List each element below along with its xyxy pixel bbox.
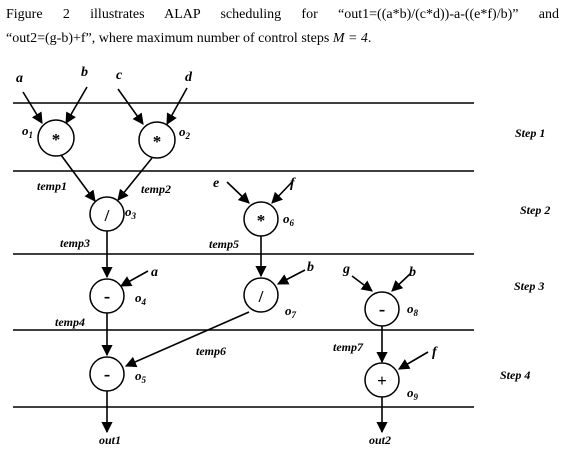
caption-line-1: Figure 2 illustrates ALAP scheduling for… (6, 7, 559, 22)
node-o5-symbol: - (104, 364, 110, 385)
node-o4: - (89, 278, 125, 314)
step-label-3: Step 3 (514, 279, 544, 293)
input-b-2: b (307, 260, 314, 275)
node-o1-circle (37, 119, 75, 157)
input-f-2: f (432, 345, 438, 360)
node-o9: + (364, 362, 400, 398)
figure-caption: Figure 2 illustrates ALAP scheduling for… (6, 3, 559, 51)
op-id-o5: o5 (135, 368, 147, 385)
edge-o7-o5 (124, 311, 250, 368)
temp-label-6: temp6 (196, 344, 226, 358)
temp-label-2: temp2 (141, 182, 171, 196)
node-o8-circle (364, 291, 400, 327)
edge-f-o9 (398, 351, 429, 370)
temp-label-7: temp7 (333, 340, 364, 354)
node-o7: / (243, 277, 279, 313)
op-id-o2-subscript: 2 (185, 131, 191, 141)
op-id-o6-subscript: 6 (290, 218, 295, 228)
op-id-o9-subscript: 9 (414, 392, 419, 402)
node-o3-symbol: / (104, 206, 110, 225)
input-d: d (185, 70, 193, 85)
op-id-o8-subscript: 8 (414, 308, 419, 318)
node-o4-symbol: - (104, 286, 110, 307)
node-o5-circle (89, 356, 125, 392)
node-o1-symbol: * (52, 130, 61, 149)
caption-line-2-suffix: . (367, 31, 372, 46)
step-label-4: Step 4 (500, 368, 530, 382)
node-o5: - (89, 356, 125, 392)
input-f: f (290, 176, 296, 191)
node-o6-circle (243, 201, 279, 237)
node-o3-circle (89, 196, 125, 232)
node-o8-symbol: - (379, 299, 385, 320)
edge-b-o1 (65, 86, 88, 124)
node-o6-symbol: * (257, 211, 266, 230)
node-o4-circle (89, 278, 125, 314)
input-a-2: a (151, 265, 158, 280)
node-o2: * (138, 121, 176, 159)
input-b-3: b (409, 265, 416, 280)
edge-o1-o3 (60, 154, 96, 202)
op-id-o8: o8 (407, 301, 419, 318)
temp-label-5: temp5 (209, 237, 239, 251)
edge-a-o4 (120, 270, 149, 287)
op-id-o9: o9 (407, 385, 419, 402)
op-id-o4-subscript: 4 (141, 297, 147, 307)
op-id-o3-subscript: 3 (131, 211, 137, 221)
edge-a-o1 (22, 91, 43, 124)
input-b: b (81, 65, 88, 80)
op-id-o2: o2 (179, 124, 191, 141)
op-id-o3: o3 (125, 204, 137, 221)
op-id-o7: o7 (285, 303, 297, 320)
caption-line-2: “out2=(g-b)+f”, where maximum number of … (6, 27, 559, 51)
node-o7-circle (243, 277, 279, 313)
edge-e-o6 (226, 181, 250, 204)
caption-math: M = 4 (332, 31, 368, 46)
node-o2-symbol: * (153, 132, 162, 151)
node-o7-symbol: / (258, 287, 264, 306)
op-id-o4: o4 (135, 290, 147, 307)
edge-o2-o3 (117, 157, 153, 201)
op-id-o5-subscript: 5 (142, 375, 147, 385)
op-id-o7-subscript: 7 (292, 310, 297, 320)
edge-g-o8 (351, 275, 373, 292)
op-id-o1: o1 (22, 123, 33, 140)
edge-d-o2 (166, 87, 188, 125)
node-o9-circle (364, 362, 400, 398)
edge-f-o6 (271, 181, 293, 204)
node-o9-symbol: + (377, 371, 387, 390)
node-o3: / (89, 196, 125, 232)
temp-label-3: temp3 (60, 236, 90, 250)
edges (22, 86, 429, 434)
step-label-1: Step 1 (515, 126, 545, 140)
input-a: a (16, 71, 23, 86)
input-e: e (213, 176, 219, 191)
edge-b-o8 (391, 273, 411, 292)
temp-label-4: temp4 (55, 315, 85, 329)
output-out2: out2 (369, 433, 391, 447)
node-o6: * (243, 201, 279, 237)
caption-line-2-prefix: “out2=(g-b)+f”, where maximum number of … (6, 31, 333, 46)
op-id-o6: o6 (283, 211, 295, 228)
node-o1: * (37, 119, 75, 157)
output-out1: out1 (99, 433, 121, 447)
edge-b-o7 (277, 269, 306, 285)
node-o8: - (364, 291, 400, 327)
edge-c-o2 (117, 88, 144, 125)
input-g: g (342, 262, 350, 277)
input-c: c (116, 68, 123, 83)
node-o2-circle (138, 121, 176, 159)
op-id-o1-subscript: 1 (29, 130, 34, 140)
step-label-2: Step 2 (520, 203, 550, 217)
temp-label-1: temp1 (37, 179, 67, 193)
